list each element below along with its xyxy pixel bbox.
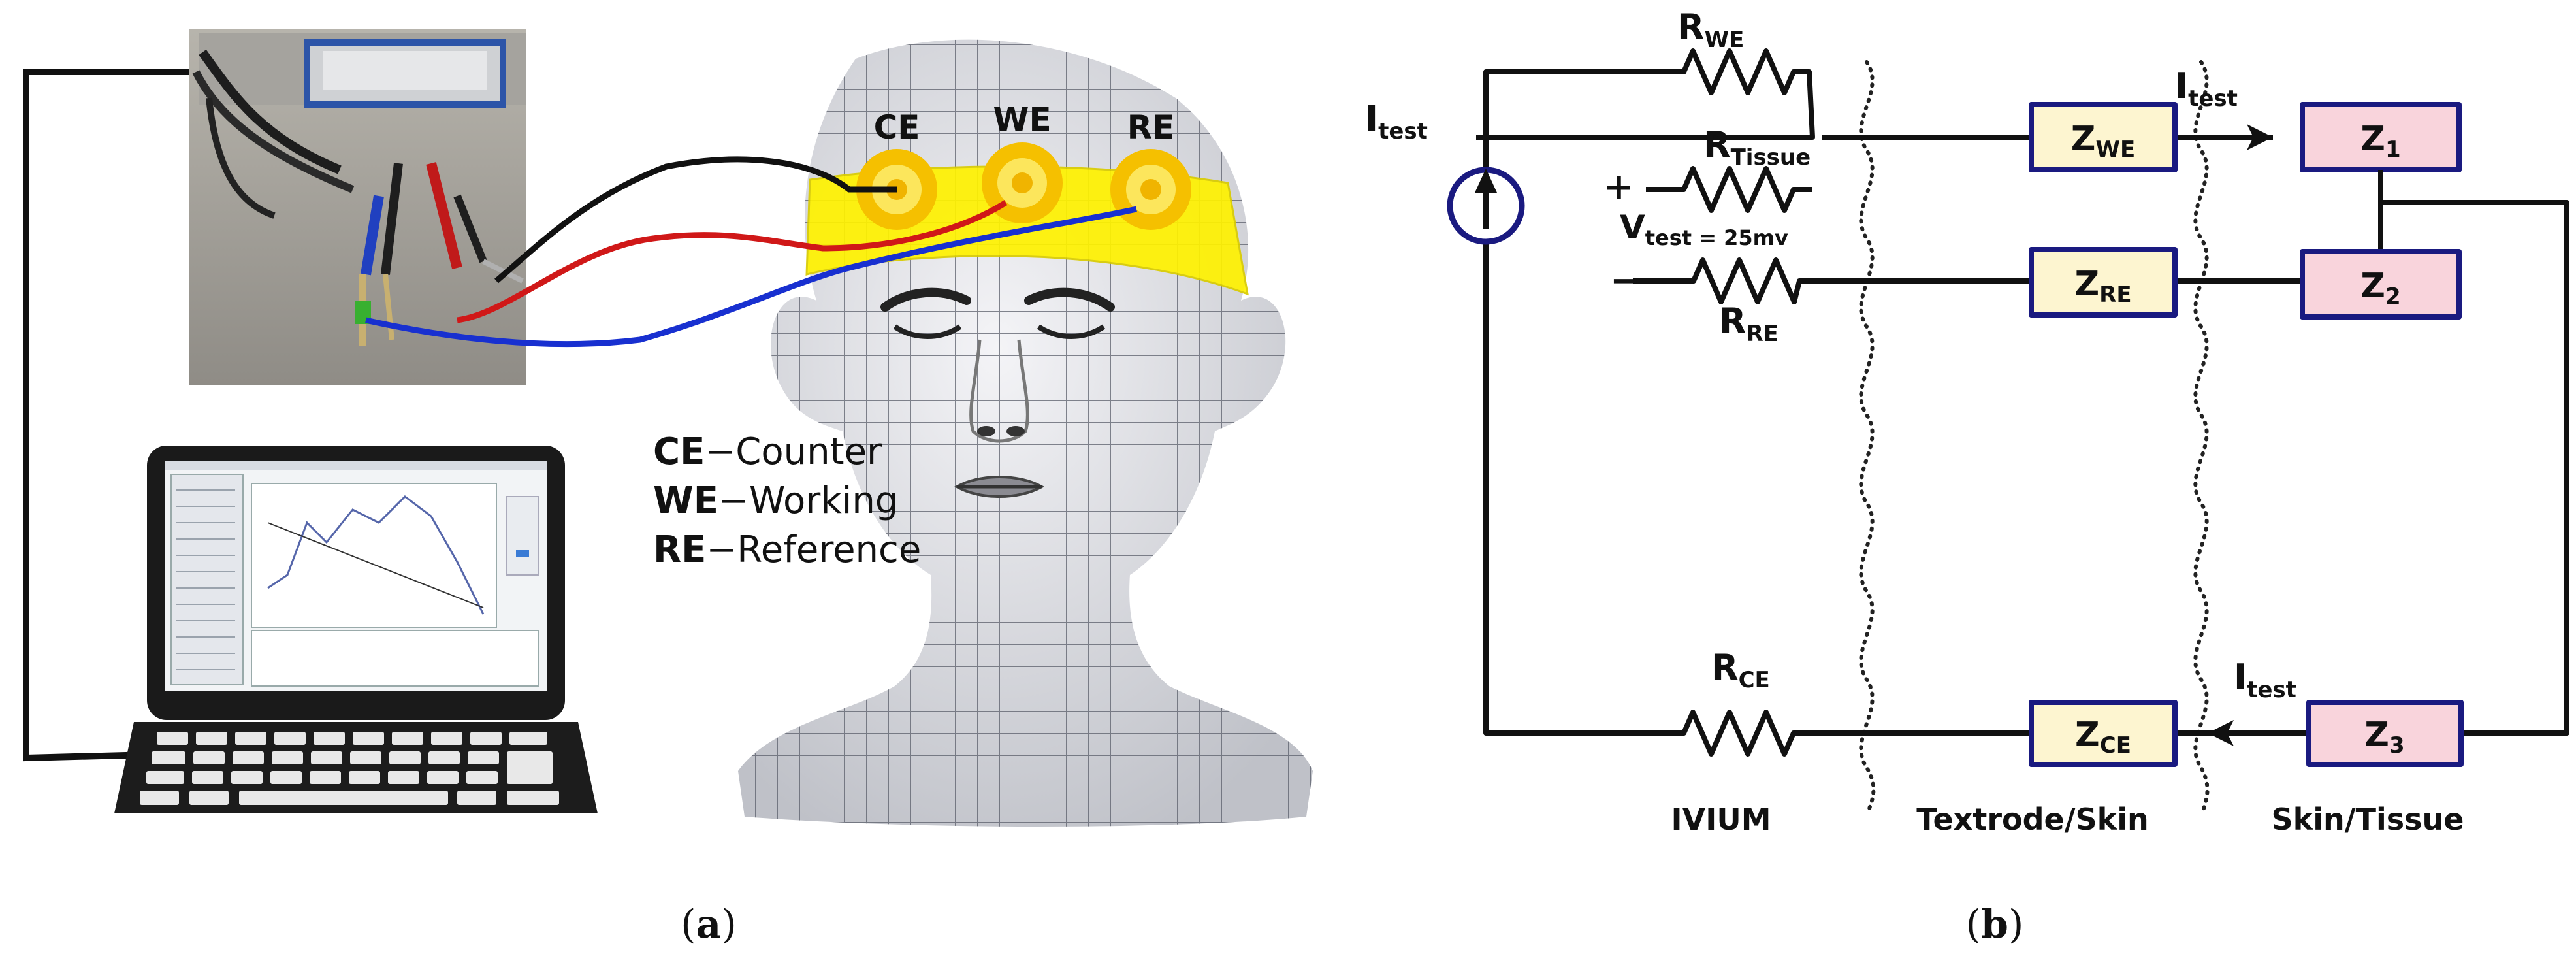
legend-working: WE−Working — [653, 480, 898, 522]
red-clip — [426, 162, 462, 269]
left-eye — [893, 324, 962, 339]
svg-text:Z2: Z2 — [2360, 267, 2400, 310]
resistor-r-re — [1682, 257, 1803, 304]
legend-counter: CE−Counter — [653, 431, 882, 473]
right-eyebrow — [1024, 287, 1115, 312]
z-re-box: ZRE — [2029, 247, 2178, 318]
label-r-we: RWE — [1677, 7, 1744, 53]
panel-b: ZWE ZRE ZCE Z1 Z2 Z3 RWE RTissue RRE — [1365, 7, 2569, 947]
section-ivium: IVIUM — [1671, 802, 1771, 837]
legend-reference: RE−Reference — [653, 529, 921, 571]
electrode-legend: CE−Counter WE−Working RE−Reference — [653, 431, 921, 571]
laptop-icon — [114, 446, 598, 813]
separator-textrode-tissue — [2193, 60, 2210, 812]
electrode-label-re: RE — [1127, 108, 1175, 146]
label-i-test-source: Itest — [1365, 98, 1428, 144]
section-textrode-skin: Textrode/Skin — [1916, 802, 2149, 837]
caption-b: (b) — [1966, 902, 2024, 947]
electrode-label-we: WE — [993, 101, 1051, 139]
blue-clip — [361, 195, 384, 276]
label-minus: − — [1610, 259, 1641, 302]
current-arrow-top — [2247, 124, 2273, 150]
label-v-test: Vtest = 25mv — [1620, 208, 1788, 250]
separator-ivium-textrode — [1859, 60, 1876, 812]
resistor-r-tissue — [1672, 166, 1803, 213]
nose — [969, 339, 1029, 443]
lead-wire-ce — [494, 156, 897, 284]
black-clip — [381, 163, 403, 275]
left-eyebrow — [880, 287, 971, 312]
lead-wire-we — [457, 200, 1008, 323]
caption-a: (a) — [681, 902, 737, 947]
z2-box: Z2 — [2300, 249, 2462, 320]
panel-a: CE WE RE CE−Counter WE−Working RE−Refere… — [23, 29, 1313, 947]
section-skin-tissue: Skin/Tissue — [2272, 802, 2464, 837]
label-r-tissue: RTissue — [1703, 124, 1811, 171]
svg-text:ZWE: ZWE — [2071, 120, 2135, 163]
svg-text:Z3: Z3 — [2364, 715, 2404, 759]
resistor-r-ce — [1672, 710, 1803, 757]
circuit-wires — [1476, 69, 2569, 736]
label-r-ce: RCE — [1711, 647, 1770, 693]
resistor-r-we — [1672, 48, 1803, 95]
z-ce-box: ZCE — [2029, 700, 2178, 767]
z1-box: Z1 — [2300, 102, 2462, 172]
z3-box: Z3 — [2306, 700, 2464, 767]
current-source — [1447, 167, 1525, 245]
instrument-photo — [189, 29, 526, 385]
instrument-laptop-cable — [23, 69, 189, 762]
svg-text:Z1: Z1 — [2360, 120, 2400, 163]
electrode-label-ce: CE — [874, 108, 920, 146]
label-i-test-bottom: Itest — [2234, 657, 2296, 703]
current-arrow-bottom — [2208, 720, 2234, 746]
z-we-box: ZWE — [2029, 102, 2178, 172]
label-i-test-top: Itest — [2175, 65, 2238, 112]
electrode-re — [1110, 149, 1191, 230]
label-plus: + — [1603, 166, 1634, 208]
svg-text:ZRE: ZRE — [2074, 265, 2131, 308]
svg-text:ZCE: ZCE — [2075, 715, 2131, 759]
label-r-re: RRE — [1719, 301, 1779, 347]
lead-wire-re — [365, 206, 1137, 348]
right-eye — [1037, 324, 1106, 339]
